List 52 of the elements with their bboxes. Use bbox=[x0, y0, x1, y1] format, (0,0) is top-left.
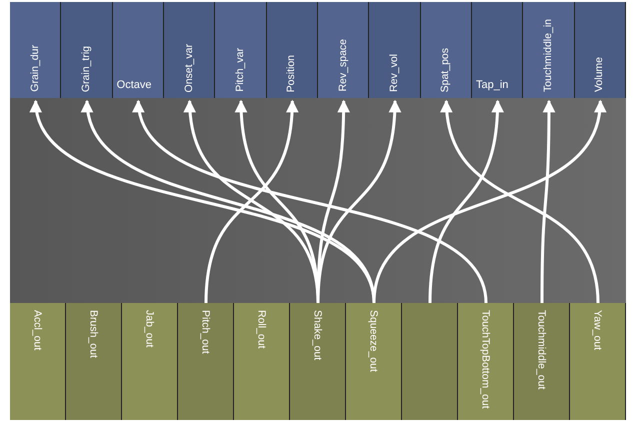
arrow bbox=[428, 100, 504, 304]
column-label: Squeeze_out bbox=[368, 310, 378, 372]
input-column bbox=[523, 2, 575, 98]
column-label: Pitch_var bbox=[234, 48, 246, 92]
input-column bbox=[61, 2, 113, 98]
input-column bbox=[472, 2, 524, 98]
column-label: Grain_dur bbox=[30, 45, 40, 92]
output-column bbox=[290, 303, 346, 420]
input-column bbox=[215, 2, 267, 98]
column-label: Brush_out bbox=[88, 310, 98, 358]
output-column bbox=[570, 303, 626, 420]
output-column bbox=[10, 303, 66, 420]
input-column bbox=[266, 2, 318, 98]
column-label: Touchmiddle_in bbox=[542, 19, 554, 92]
arrow bbox=[204, 100, 298, 304]
column-label: Accl_out bbox=[32, 310, 42, 350]
column-label: Rev_vol bbox=[388, 54, 400, 92]
input-column bbox=[574, 2, 626, 98]
arrow bbox=[441, 100, 600, 304]
input-column bbox=[420, 2, 472, 98]
column-label: Octave bbox=[116, 80, 152, 91]
arrow bbox=[135, 100, 488, 304]
column-label: Touchmiddle_out bbox=[536, 310, 546, 390]
column-label: Jab_out bbox=[144, 310, 154, 348]
input-column bbox=[10, 2, 62, 98]
column-label: Onset_var bbox=[184, 44, 194, 92]
column-label: Position bbox=[286, 54, 297, 92]
output-column bbox=[514, 303, 570, 420]
input-column bbox=[164, 2, 216, 98]
output-column bbox=[178, 303, 234, 420]
column-label: Tap_in bbox=[476, 80, 508, 91]
output-column bbox=[122, 303, 178, 420]
column-label: Shake_out bbox=[312, 310, 322, 360]
arrow bbox=[540, 100, 556, 303]
input-column bbox=[318, 2, 370, 98]
column-label: Volume bbox=[594, 56, 605, 92]
column-label: Spat_pos bbox=[440, 48, 451, 92]
arrow bbox=[316, 100, 401, 304]
column-label: Yaw_out bbox=[592, 310, 602, 350]
input-column bbox=[112, 2, 164, 98]
arrow bbox=[372, 100, 605, 304]
column-label: Pitch_out bbox=[200, 310, 210, 354]
column-label: Grain_trig bbox=[80, 46, 92, 92]
column-label: TouchTopBottom_out bbox=[480, 310, 490, 409]
output-column bbox=[66, 303, 122, 420]
input-column bbox=[369, 2, 421, 98]
column-label: Roll_out bbox=[256, 310, 266, 349]
output-column bbox=[346, 303, 402, 420]
output-column bbox=[234, 303, 290, 420]
output-column bbox=[458, 303, 514, 420]
empty-column bbox=[402, 303, 458, 420]
column-label: Rev_space bbox=[338, 39, 348, 92]
